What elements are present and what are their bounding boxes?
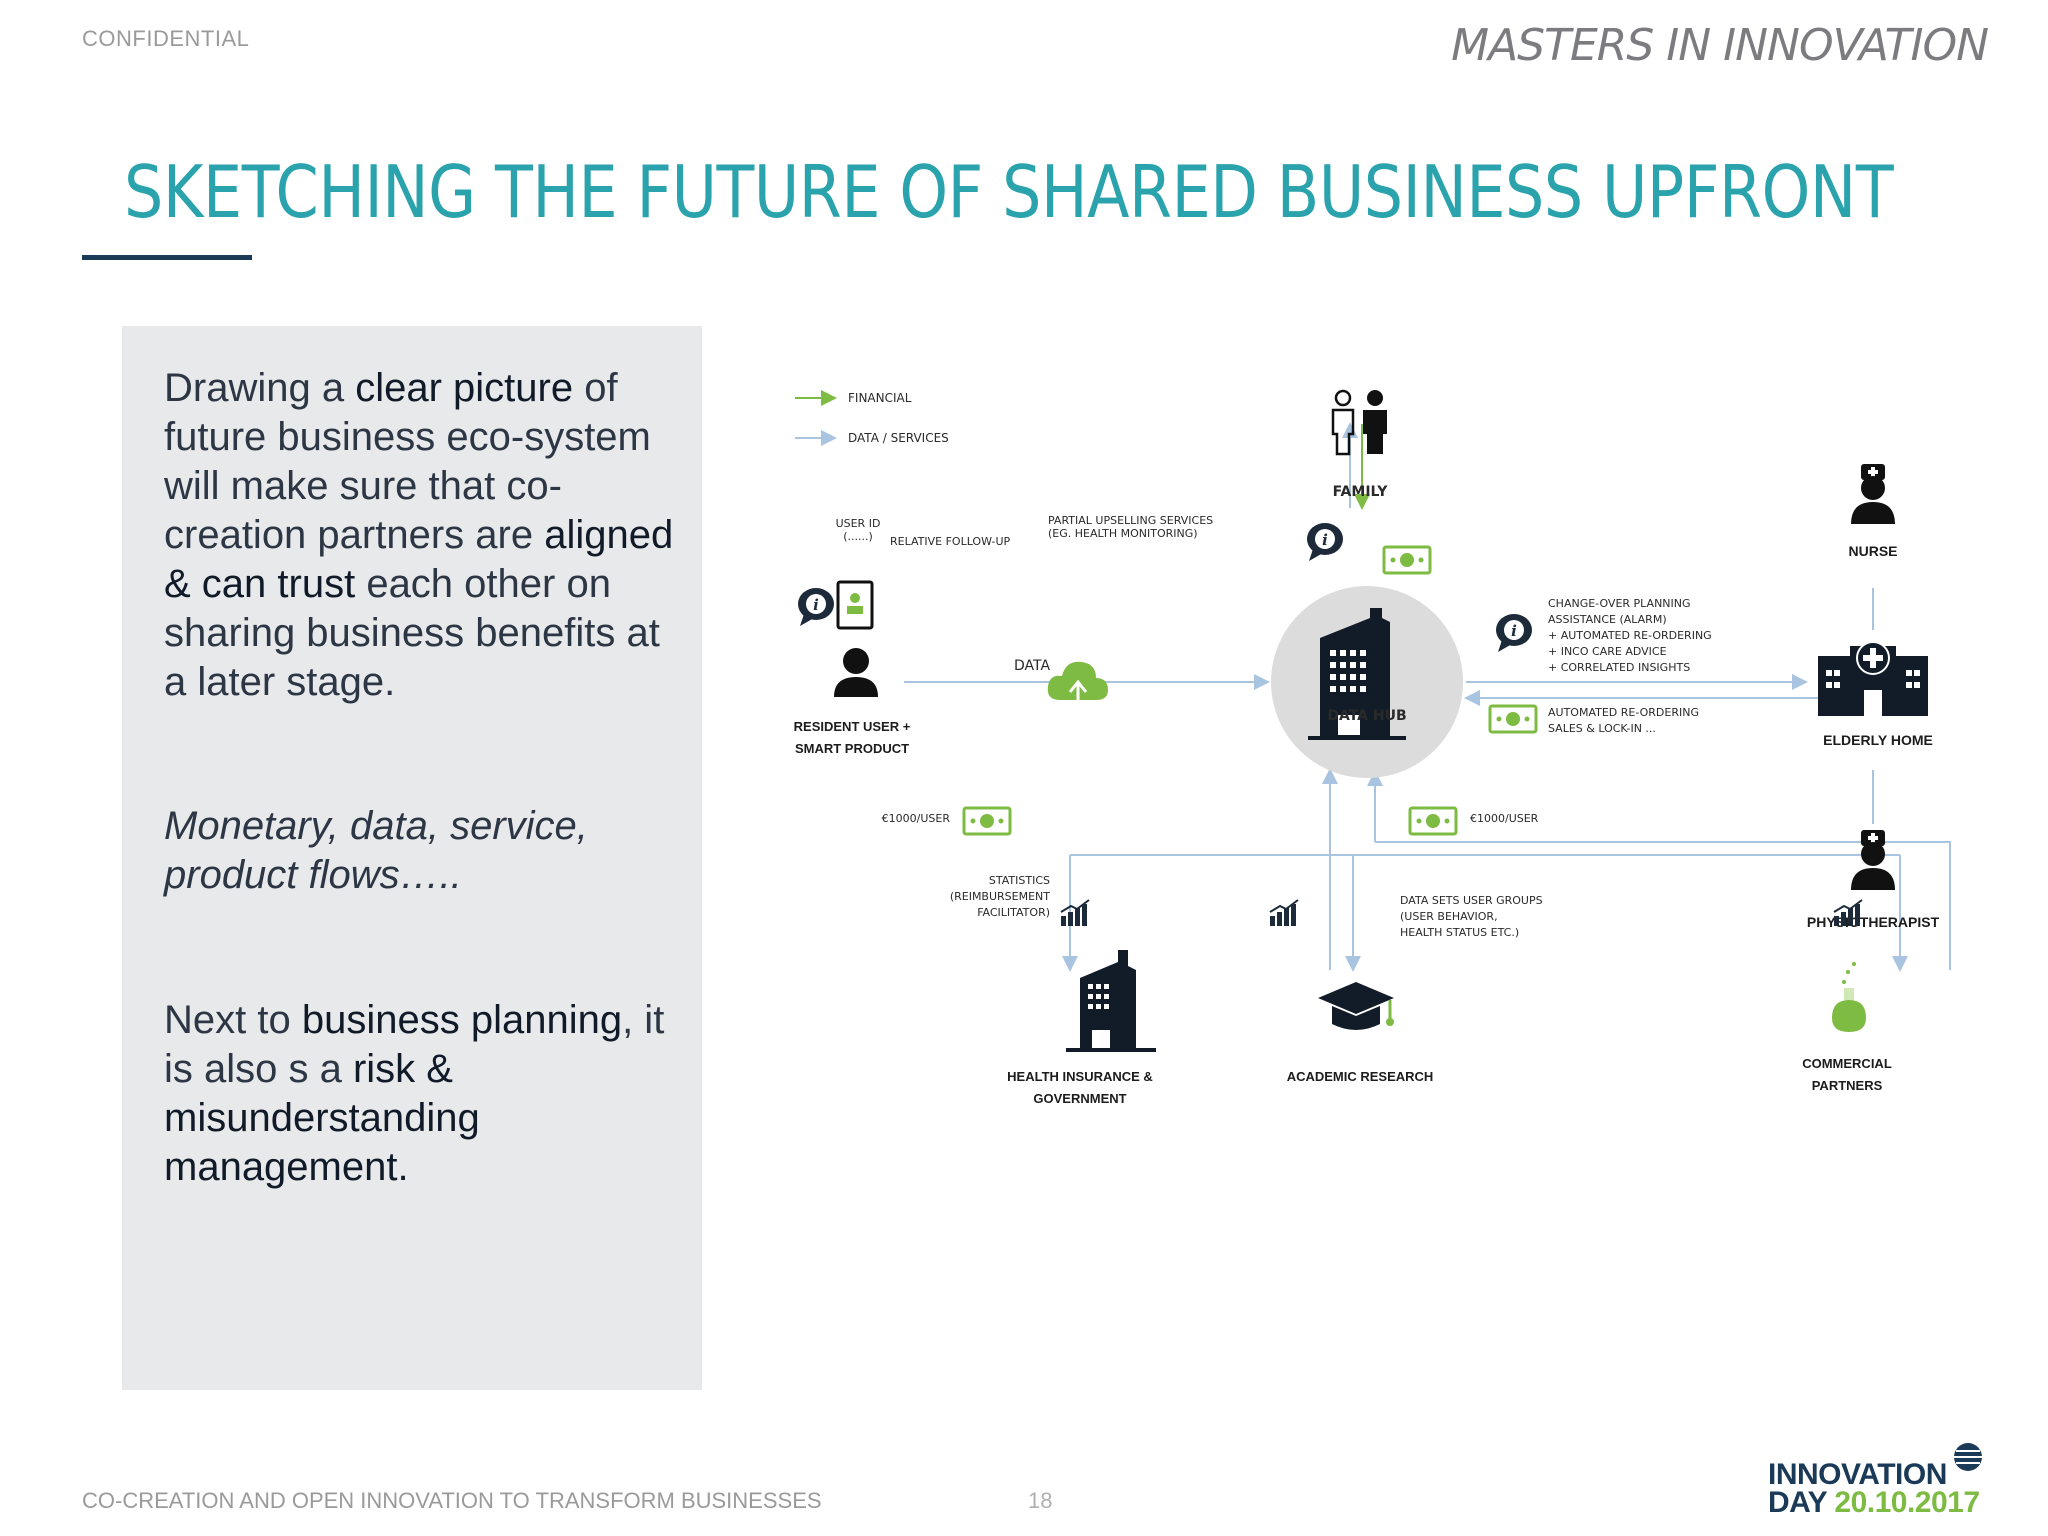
text-run: , it is also s a [164,998,665,1091]
smart-device-icon [836,580,874,630]
physiotherapist-icon [1851,830,1895,890]
change-line4: + INCO CARE ADVICE [1548,645,1667,658]
stat-line1: STATISTICS [989,874,1050,887]
resident-line2: SMART PRODUCT [795,741,909,756]
title-underline [82,255,252,260]
brand-logo: MASTERS IN INNOVATION [1451,20,1989,71]
confidential-label: CONFIDENTIAL [82,26,250,51]
health-line1: HEALTH INSURANCE & [1007,1069,1153,1084]
change-line5: + CORRELATED INSIGHTS [1548,661,1690,674]
info-icon [1307,523,1343,561]
text-run-bold: aligned & can trust [164,513,674,606]
auto-line1: AUTOMATED RE-ORDERING [1548,706,1699,719]
chart-icon [1833,899,1863,927]
page-title: SKETCHING THE FUTURE OF SHARED BUSINESS … [124,150,1894,234]
text-run: each other on sharing business benefits … [164,562,660,704]
stat-line3: FACILITATOR) [977,906,1050,919]
innovation-day-date: DAY 20.10.2017 [1768,1486,1980,1520]
info-icon [1496,614,1532,652]
price-right: €1000/USER [1470,812,1539,825]
commercial-line1: COMMERCIAL [1802,1056,1892,1071]
partial-upselling-line2: (EG. HEALTH MONITORING) [1048,527,1198,540]
innovation-day-logo: INNOVATION [1768,1458,1947,1491]
building-icon [1308,608,1406,740]
family-label: FAMILY [1333,484,1389,500]
logo-date: 20.10.2017 [1834,1486,1980,1519]
legend-data: DATA / SERVICES [848,431,949,445]
stat-line2: (REIMBURSEMENT [950,890,1050,903]
family-icon [1331,389,1387,456]
globe-icon [1954,1443,1982,1471]
data-hub-label: DATA HUB [1327,708,1406,724]
legend-financial: FINANCIAL [848,391,912,405]
user-id-sub: (......) [843,530,873,543]
graduation-cap-icon [1318,982,1394,1030]
hospital-icon [1818,641,1928,716]
change-line1: CHANGE-OVER PLANNING [1548,597,1691,610]
datasets-line1: DATA SETS USER GROUPS [1400,894,1543,907]
footer-text: CO-CREATION AND OPEN INNOVATION TO TRANS… [82,1488,822,1513]
datasets-line3: HEALTH STATUS ETC.) [1400,926,1519,939]
logo-day: DAY [1768,1486,1835,1519]
text-panel: Drawing a clear picture of future busine… [122,326,702,1390]
datasets-line2: (USER BEHAVIOR, [1400,910,1498,923]
cash-icon [1488,704,1538,734]
data-label: DATA [1014,658,1050,674]
ecosystem-diagram: i FINANCIAL DATA / SERVICES DATA HUB [794,389,1951,1106]
nurse-label: NURSE [1848,543,1897,559]
change-line3: + AUTOMATED RE-ORDERING [1548,629,1712,642]
academic-label: ACADEMIC RESEARCH [1287,1069,1434,1084]
health-line2: GOVERNMENT [1033,1091,1126,1106]
text-run: of future business eco-system will make … [164,366,651,557]
text-run-bold: business planning [301,998,623,1042]
commercial-line2: PARTNERS [1812,1078,1883,1093]
resident-line1: RESIDENT USER + [794,719,911,734]
change-line2: ASSISTANCE (ALARM) [1548,613,1667,626]
paragraph-flows: Monetary, data, service, product flows….… [164,804,588,897]
paragraph-clear-picture: Drawing a clear picture of future busine… [164,364,684,707]
price-left: €1000/USER [882,812,951,825]
text-run-bold: risk & misunderstanding management. [164,1047,480,1189]
paragraph-business-planning: Next to business planning, it is also s … [164,996,684,1192]
user-id-label: USER ID [836,517,881,530]
info-icon [798,588,834,626]
elderly-home-label: ELDERLY HOME [1823,732,1933,748]
chart-icon [1060,899,1090,927]
chart-icon [1269,899,1299,927]
cash-icon [962,806,1012,836]
auto-line2: SALES & LOCK-IN ... [1548,722,1656,735]
partial-upselling-line1: PARTIAL UPSELLING SERVICES [1048,514,1213,527]
flow-commercial-to-hub [1375,841,1951,970]
page-number: 18 [1028,1488,1053,1513]
cloud-upload-icon [1047,661,1108,708]
government-building-icon [1066,950,1156,1052]
resident-user-icon [834,648,878,697]
text-run: Next to [164,998,302,1042]
text-run-bold: clear picture [355,366,574,410]
cash-icon [1408,806,1458,836]
cash-icon [1382,545,1432,575]
nurse-icon [1851,464,1895,524]
flask-icon [1832,962,1866,1032]
text-run: Drawing a [164,366,356,410]
relative-followup: RELATIVE FOLLOW-UP [890,535,1011,548]
physiotherapist-label: PHYSIOTHERAPIST [1807,914,1940,930]
